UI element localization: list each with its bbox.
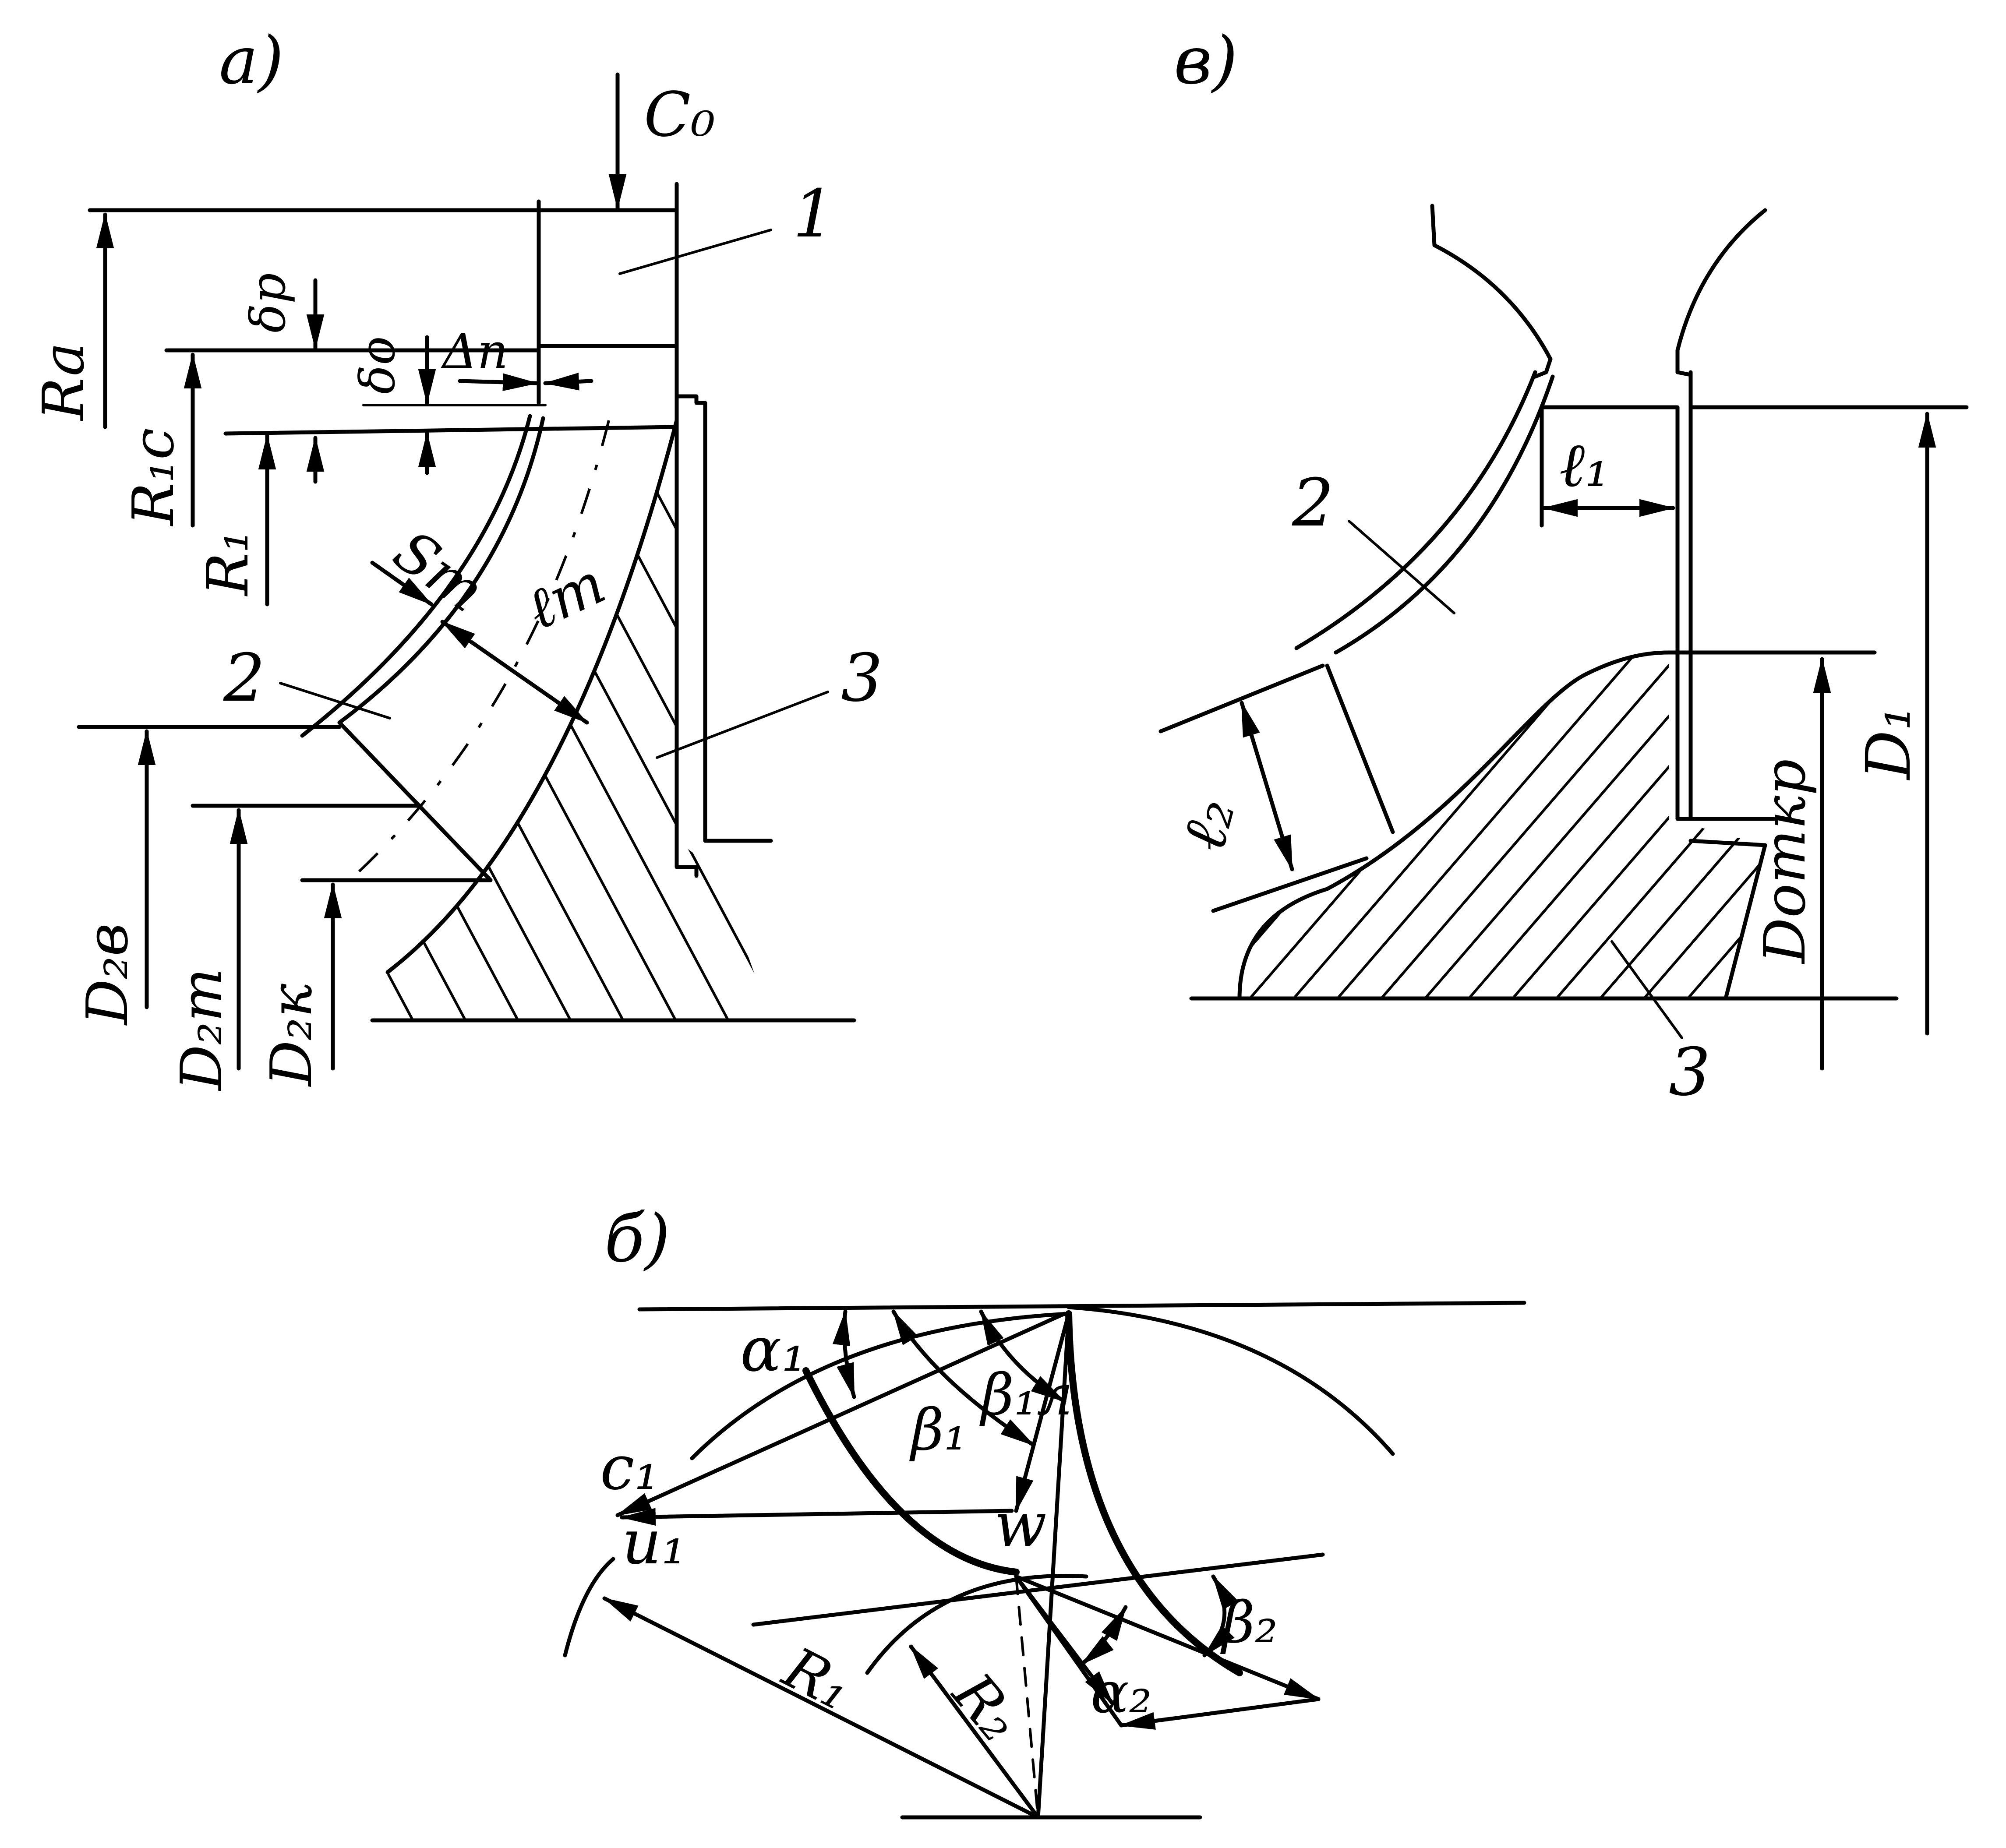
dim-d1-label: D₁ <box>1853 706 1925 781</box>
flow-label-c0: C₀ <box>644 79 715 151</box>
vector-c2 <box>1014 1574 1321 1701</box>
blade-outlet-line <box>337 720 493 882</box>
label-c1: c₁ <box>600 1432 659 1504</box>
leader-part-2a <box>279 682 391 719</box>
hub-hatching-v <box>1240 652 1765 998</box>
label-r2: R₂ <box>939 1660 1033 1754</box>
r1-arc-left <box>563 1557 615 1658</box>
label-alpha2: α₂ <box>1091 1659 1152 1726</box>
angle-beta1 <box>891 1309 1036 1447</box>
panel-v: в) <box>1158 23 1969 1111</box>
blade-left <box>802 1367 1020 1576</box>
panel-a: a) C₀ 1 <box>30 23 883 1091</box>
panel-b-label: б) <box>604 1201 670 1277</box>
inlet-wall-right-v <box>1675 208 1767 377</box>
dim-d2k-label: D₂к <box>258 984 325 1087</box>
part-3-label-a: 3 <box>841 640 883 716</box>
shroud-outer <box>300 414 532 738</box>
outlet-blade-v <box>1325 663 1395 834</box>
shroud-outer-v <box>1294 370 1537 650</box>
angle-beta1l <box>979 1309 1067 1404</box>
dim-delta-n-label: Δn <box>441 323 508 379</box>
shroud-inner <box>337 416 545 725</box>
dim-r1c-label: R₁c <box>120 428 187 526</box>
top-tangent <box>637 1301 1526 1312</box>
dim-delta-n-right <box>543 373 593 391</box>
dim-l2-label: ℓ₂ <box>1167 791 1249 858</box>
panel-v-label: в) <box>1174 23 1238 99</box>
dim-delta-n-left <box>458 373 539 391</box>
shroud-inner-v <box>1334 374 1555 655</box>
dim-lm-label: ℓm <box>516 550 615 643</box>
part-3-label-v: 3 <box>1669 1034 1710 1111</box>
leader-part-1 <box>618 229 772 275</box>
leader-part-3a <box>656 691 829 759</box>
dim-d2m-label: D₂m <box>168 968 235 1091</box>
casing-v <box>1540 405 1693 821</box>
radius-r2 <box>909 1644 1040 1820</box>
part-1-label: 1 <box>793 176 834 252</box>
hub-side-v <box>1688 839 1767 847</box>
label-beta1l: β₁л <box>979 1361 1073 1428</box>
vector-u1 <box>620 1508 1014 1526</box>
panel-a-label: a) <box>219 23 284 99</box>
leader-part-2v <box>1348 520 1455 614</box>
dim-r1-label: R₁ <box>194 530 261 596</box>
dim-d-otkr-label: Dоткр <box>1752 759 1818 964</box>
center-line-dashed <box>1015 1575 1039 1819</box>
radius-r1 <box>602 1596 1040 1820</box>
hub-right-v <box>1723 843 1767 1001</box>
dim-l1-label: ℓ₁ <box>1559 430 1609 501</box>
outlet-tangent <box>751 1552 1325 1627</box>
hub-curve <box>385 418 679 974</box>
dim-delta-o-label: δо <box>350 336 406 394</box>
angle-alpha2 <box>1080 1605 1128 1666</box>
dim-sm-label: Sm <box>382 517 496 625</box>
blade-inlet-line <box>223 425 677 436</box>
leader-part-3v <box>1610 940 1683 1039</box>
panel-b: б) R₁ R₂ <box>563 1201 1526 1820</box>
label-beta2: β₂ <box>1220 1589 1278 1656</box>
label-beta1: β₁ <box>909 1397 967 1463</box>
part-2-label-a: 2 <box>223 640 265 716</box>
outer-circle-arc <box>1067 1305 1395 1456</box>
casing-wall <box>675 182 773 843</box>
inlet-wall-left-v <box>1430 204 1553 379</box>
dim-delta-p-label: δр <box>240 273 296 333</box>
label-r1: R₁ <box>773 1634 862 1723</box>
casing-inner <box>675 394 699 878</box>
angle-beta2 <box>1202 1574 1238 1658</box>
r2-arc <box>865 1573 1088 1675</box>
part-2-label-v: 2 <box>1292 465 1334 541</box>
angle-alpha1 <box>832 1309 856 1399</box>
dim-lm <box>440 620 589 725</box>
dim-d2v-label: D₂в <box>74 923 141 1026</box>
blade-right <box>1065 1310 1243 1676</box>
outlet-line-top-v <box>1158 663 1325 734</box>
vector-u2 <box>1119 1697 1321 1730</box>
mean-line <box>358 420 610 873</box>
dim-sm <box>370 561 434 607</box>
hub-curve-v <box>1237 650 1671 1001</box>
outlet-line-bottom-v <box>1211 856 1369 913</box>
dim-l2 <box>1240 701 1294 871</box>
label-alpha1: α₁ <box>740 1314 806 1386</box>
vector-w2-ext <box>1014 1574 1123 1728</box>
label-w: w <box>994 1489 1047 1561</box>
label-u1: u₁ <box>622 1507 686 1578</box>
dim-ra-label: Ra <box>30 342 97 421</box>
